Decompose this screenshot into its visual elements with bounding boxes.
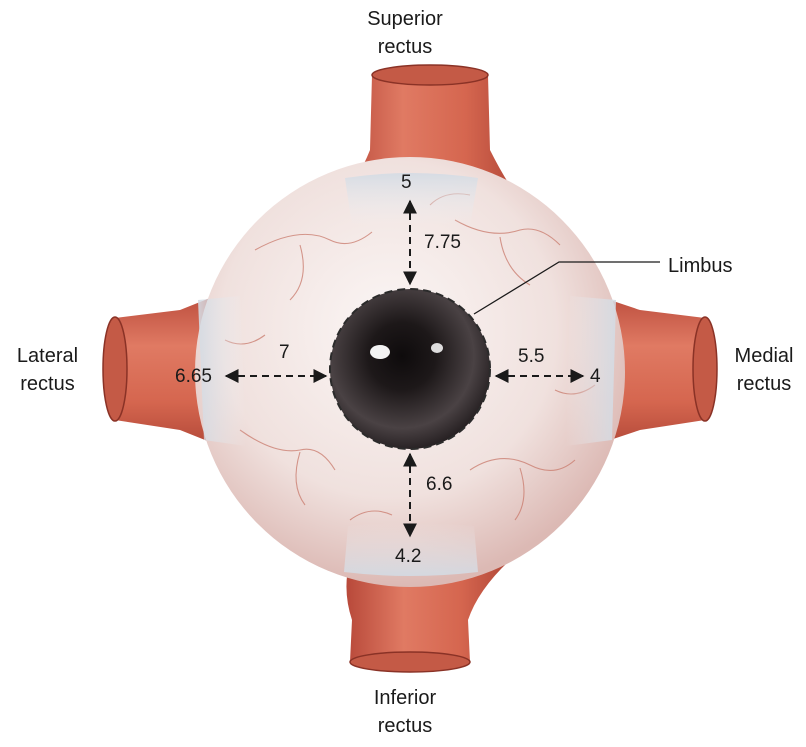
- medial-rectus-label-line2: rectus: [722, 370, 806, 398]
- medial-distance-from-limbus: 5.5: [518, 346, 544, 368]
- inferior-rectus-label: Inferior rectus: [345, 684, 465, 740]
- medial-rectus-label-line1: Medial: [722, 342, 806, 370]
- highlight-right: [431, 343, 443, 353]
- superior-rectus-label-line1: Superior: [345, 5, 465, 33]
- inferior-rectus-label-line1: Inferior: [345, 684, 465, 712]
- superior-insertion-width: 5: [401, 172, 412, 194]
- lateral-distance-from-limbus: 7: [279, 342, 290, 364]
- inferior-distance-from-limbus: 6.6: [426, 474, 452, 496]
- medial-rectus-label: Medial rectus: [722, 342, 806, 398]
- superior-rectus-label: Superior rectus: [345, 5, 465, 61]
- iris-pupil: [330, 289, 490, 449]
- lateral-rectus-label-line1: Lateral: [0, 342, 95, 370]
- inferior-insertion-width: 4.2: [395, 546, 421, 568]
- limbus-label: Limbus: [668, 255, 732, 277]
- highlight-left: [370, 345, 390, 359]
- lateral-rectus-label-line2: rectus: [0, 370, 95, 398]
- lateral-insertion-width: 6.65: [175, 366, 212, 388]
- superior-distance-from-limbus: 7.75: [424, 232, 461, 254]
- inferior-rectus-label-line2: rectus: [345, 712, 465, 740]
- superior-rectus-label-line2: rectus: [345, 33, 465, 61]
- medial-insertion-width: 4: [590, 366, 601, 388]
- lateral-rectus-label: Lateral rectus: [0, 342, 95, 398]
